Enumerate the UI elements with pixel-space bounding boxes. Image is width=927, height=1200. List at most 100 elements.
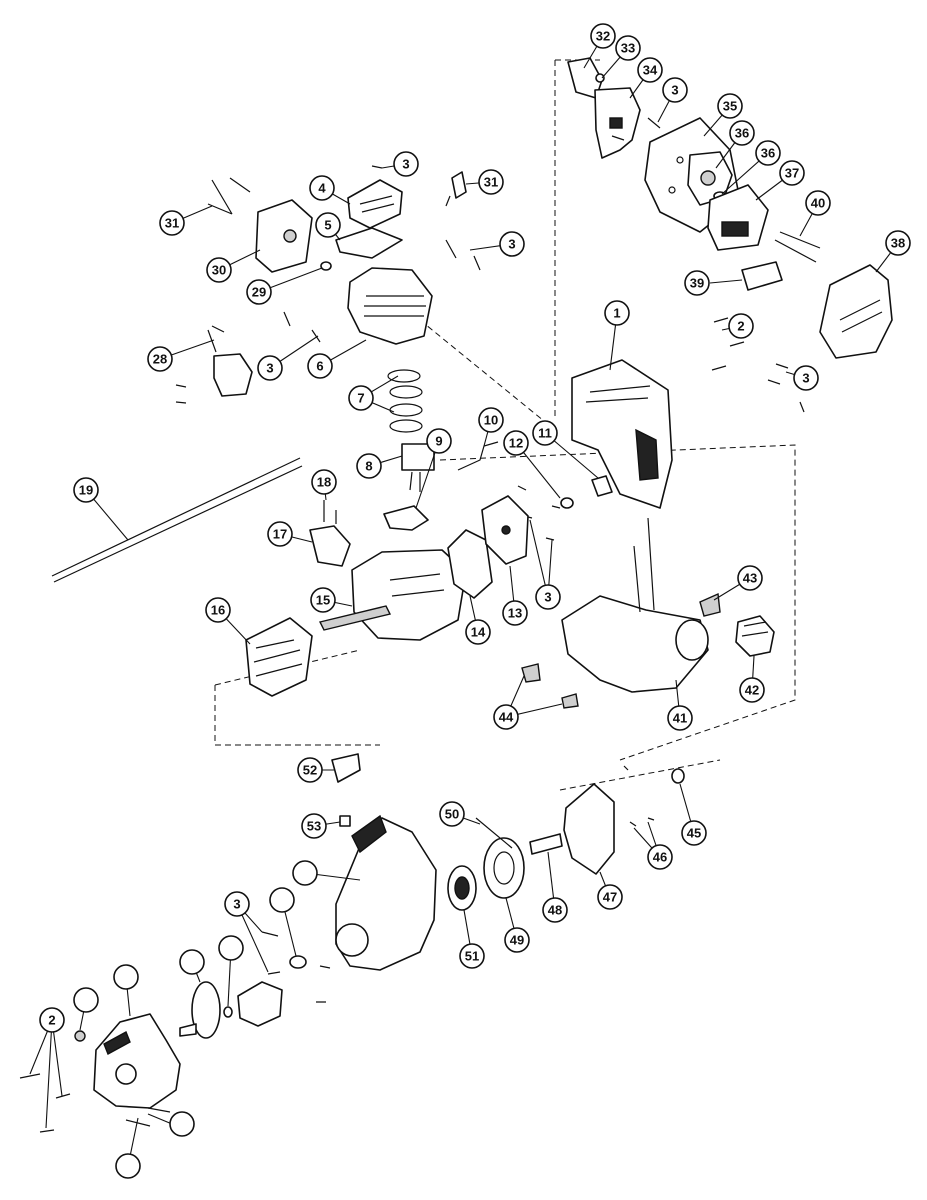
callout-10: 10: [478, 407, 504, 433]
callout-4: 4: [309, 175, 335, 201]
ignition-module-part-17: [309, 525, 351, 567]
callout-27: 34: [637, 57, 663, 83]
gasket-part-39: [563, 783, 615, 875]
svg-text:49: 49: [510, 933, 524, 948]
callout-9: 9: [426, 428, 452, 454]
grommet-part-36a: [699, 592, 721, 617]
svg-text:47: 47: [603, 890, 617, 905]
callout-2-bottom-left: 2: [39, 1007, 65, 1033]
callout-14: 14: [465, 619, 491, 645]
svg-text:38: 38: [891, 236, 905, 251]
callout-45: 53: [301, 813, 327, 839]
throttle-cable-part-19: [51, 457, 301, 577]
svg-text:36: 36: [735, 126, 749, 141]
svg-text:1: 1: [613, 306, 620, 321]
filter-element-part-32: [741, 261, 783, 291]
nut-part-53: [74, 1030, 86, 1042]
washer-part-26: [595, 73, 605, 83]
svg-text:28: 28: [153, 352, 167, 367]
leader-lines: [29, 35, 899, 1167]
svg-text:48: 48: [548, 903, 562, 918]
callout-8: 8: [356, 453, 382, 479]
gear-housing-part-50: [93, 1013, 181, 1109]
crankcase-part-15: [351, 549, 467, 641]
callout-16: 16: [205, 597, 231, 623]
svg-text:3: 3: [266, 361, 273, 376]
svg-text:41: 41: [673, 711, 687, 726]
callout-22: 30: [206, 257, 232, 283]
svg-text:14: 14: [471, 625, 486, 640]
callout-53: [73, 987, 99, 1013]
throttle-trigger-part-44: [331, 753, 361, 783]
callout-15: 15: [310, 587, 336, 613]
callout-3-top-right: 3: [662, 77, 688, 103]
gasket-part-14: [447, 529, 493, 599]
flywheel-part-16: [245, 617, 313, 697]
svg-text:32: 32: [596, 29, 610, 44]
engine-housing-part-1: [571, 359, 673, 509]
callout-34: 41: [667, 705, 693, 731]
callout-25: 32: [590, 23, 616, 49]
callout-48: [218, 935, 244, 961]
grommet-part-36b: [521, 663, 541, 683]
fuel-tank-part-34: [561, 595, 709, 693]
svg-text:6: 6: [316, 359, 323, 374]
svg-text:16: 16: [211, 603, 225, 618]
pin-part-40: [529, 833, 563, 855]
callout-43: 51: [459, 943, 485, 969]
callout-23: 31: [159, 210, 185, 236]
callout-26: 33: [615, 35, 641, 61]
clutch-part-48: [237, 981, 283, 1027]
svg-text:33: 33: [621, 41, 635, 56]
callout-50: [113, 964, 139, 990]
small-part-45: [339, 815, 351, 827]
callout-3-right: 3: [793, 365, 819, 391]
svg-text:3: 3: [802, 371, 809, 386]
callout-19: 19: [73, 477, 99, 503]
callout-24: 31: [478, 169, 504, 195]
svg-text:45: 45: [687, 826, 701, 841]
svg-text:31: 31: [165, 216, 179, 231]
callout-40: 48: [542, 897, 568, 923]
svg-text:5: 5: [324, 218, 331, 233]
callout-21: 29: [246, 279, 272, 305]
svg-text:3: 3: [508, 237, 515, 252]
svg-text:30: 30: [212, 263, 226, 278]
callout-51: [169, 1111, 195, 1137]
svg-text:7: 7: [357, 391, 364, 406]
svg-text:9: 9: [435, 434, 442, 449]
o-ring-part-21: [320, 261, 332, 271]
ignition-coil-part-20: [213, 353, 253, 397]
primer-part-11: [591, 475, 613, 497]
svg-text:52: 52: [303, 763, 317, 778]
fuel-line-part-10: [457, 441, 499, 471]
callout-3-shroud: 3: [224, 891, 250, 917]
ring-part-37: [671, 768, 685, 784]
callout-32: 39: [684, 270, 710, 296]
callout-13: 13: [502, 600, 528, 626]
callout-33: 40: [805, 190, 831, 216]
callout-18: 18: [311, 469, 337, 495]
svg-text:39: 39: [690, 276, 704, 291]
svg-text:43: 43: [743, 571, 757, 586]
svg-text:31: 31: [484, 175, 498, 190]
callout-52: [115, 1153, 141, 1179]
svg-text:3: 3: [233, 897, 240, 912]
svg-text:3: 3: [402, 157, 409, 172]
svg-text:46: 46: [653, 850, 667, 865]
svg-text:40: 40: [811, 196, 825, 211]
callout-7: 7: [348, 385, 374, 411]
callouts: 32 33 34 3 35 36 36 37 40 38 39 1 2 3 3 …: [39, 23, 911, 1179]
callout-39: 47: [597, 884, 623, 910]
callout-42: 50: [439, 801, 465, 827]
svg-text:53: 53: [307, 819, 321, 834]
callout-3-cylinder: 3: [257, 355, 283, 381]
pulley-part-41: [483, 837, 525, 899]
svg-text:29: 29: [252, 285, 266, 300]
svg-text:35: 35: [723, 99, 737, 114]
callout-29: 36: [729, 120, 755, 146]
svg-text:12: 12: [509, 436, 523, 451]
cylinder-cover-part-4: [347, 179, 403, 229]
part-drawings: [19, 57, 893, 1133]
washer-part-47: [289, 955, 307, 969]
